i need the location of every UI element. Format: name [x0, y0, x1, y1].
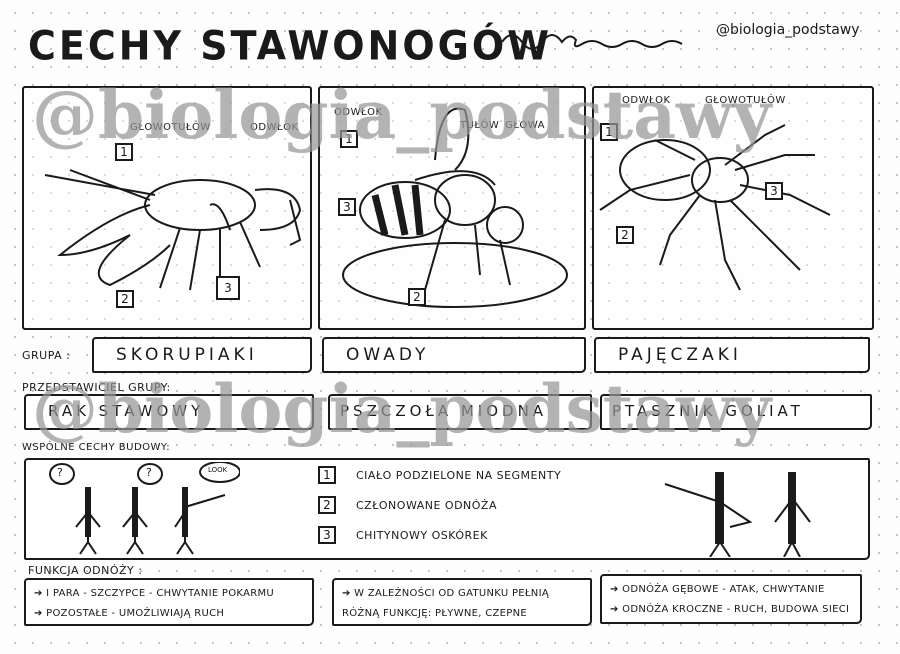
spider-illustration	[599, 124, 831, 291]
stick-figures-left	[49, 462, 240, 555]
marker-1: 1	[340, 130, 358, 148]
function-line: POZOSTAŁE - UMOŻLIWIAJĄ RUCH	[46, 608, 225, 619]
marker-3: 3	[216, 276, 240, 300]
group-value: OWADY	[322, 337, 586, 373]
squiggle-decoration	[501, 34, 683, 50]
group-value: PAJĘCZAKI	[594, 337, 870, 373]
limb-function-label: FUNKCJA ODNÓŻY :	[28, 564, 143, 577]
limb-function-box: ➔ ODNÓŻA GĘBOWE - ATAK, CHWYTANIE ➔ ODNÓ…	[600, 574, 862, 624]
label-abdomen: ODWŁOK	[334, 107, 383, 118]
stick-figures-right	[664, 472, 811, 557]
common-features-label: WSPÓLNE CECHY BUDOWY:	[22, 442, 171, 453]
function-line: ODNÓŻA GĘBOWE - ATAK, CHWYTANIE	[622, 584, 825, 595]
marker-3: 3	[338, 198, 356, 216]
group-label: GRUPA :	[22, 349, 71, 362]
panel-crayfish	[22, 86, 312, 330]
author-handle: @biologia_podstawy	[716, 22, 860, 38]
representative-value: RAK STAWOWY	[24, 394, 314, 430]
limb-function-box: ➔ W ZALEŻNOŚCI OD GATUNKU PEŁNIĄ RÓŻNĄ F…	[332, 578, 592, 626]
function-line: RÓŻNĄ FUNKCJĘ: PŁYWNE, CZEPNE	[342, 608, 528, 619]
panel-bee	[318, 86, 586, 330]
group-value: SKORUPIAKI	[92, 337, 312, 373]
bubble-text: LOOK	[208, 466, 228, 474]
feature-text: CHITYNOWY OSKÓREK	[356, 529, 488, 542]
marker-3: 3	[765, 182, 783, 200]
page-title: CECHY STAWONOGÓW	[28, 22, 553, 70]
crayfish-illustration	[44, 169, 302, 291]
panel-spider	[592, 86, 874, 330]
feature-number: 3	[318, 526, 336, 544]
label-cephalothorax: GŁOWOTUŁÓW	[705, 95, 786, 106]
label-thorax: TUŁÓW	[460, 120, 500, 131]
label-abdomen: ODWŁOK	[622, 95, 671, 106]
function-line: W ZALEŻNOŚCI OD GATUNKU PEŁNIĄ	[354, 588, 549, 599]
label-abdomen: ODWŁOK	[250, 122, 299, 133]
limb-function-box: ➔ I PARA - SZCZYPCE - CHWYTANIE POKARMU …	[24, 578, 314, 626]
feature-number: 2	[318, 496, 336, 514]
feature-number: 1	[318, 466, 336, 484]
bubble-text: ?	[146, 466, 152, 479]
representative-value: PSZCZOŁA MIODNA	[328, 394, 592, 430]
representative-value: PTASZNIK GOLIAT	[600, 394, 872, 430]
function-line: I PARA - SZCZYPCE - CHWYTANIE POKARMU	[46, 588, 275, 599]
label-head: GŁOWA	[505, 120, 545, 131]
function-line: ODNÓŻA KROCZNE - RUCH, BUDOWA SIECI	[622, 604, 850, 615]
marker-2: 2	[116, 290, 134, 308]
feature-text: CIAŁO PODZIELONE NA SEGMENTY	[356, 469, 562, 482]
feature-text: CZŁONOWANE ODNÓŻA	[356, 499, 497, 512]
representative-label: PRZEDSTAWICIEL GRUPY:	[22, 381, 171, 394]
bubble-text: ?	[57, 466, 63, 479]
marker-1: 1	[115, 143, 133, 161]
marker-2: 2	[408, 288, 426, 306]
marker-2: 2	[616, 226, 634, 244]
bee-illustration	[342, 107, 568, 308]
label-cephalothorax: GŁOWOTUŁÓW	[130, 122, 211, 133]
marker-1: 1	[600, 123, 618, 141]
